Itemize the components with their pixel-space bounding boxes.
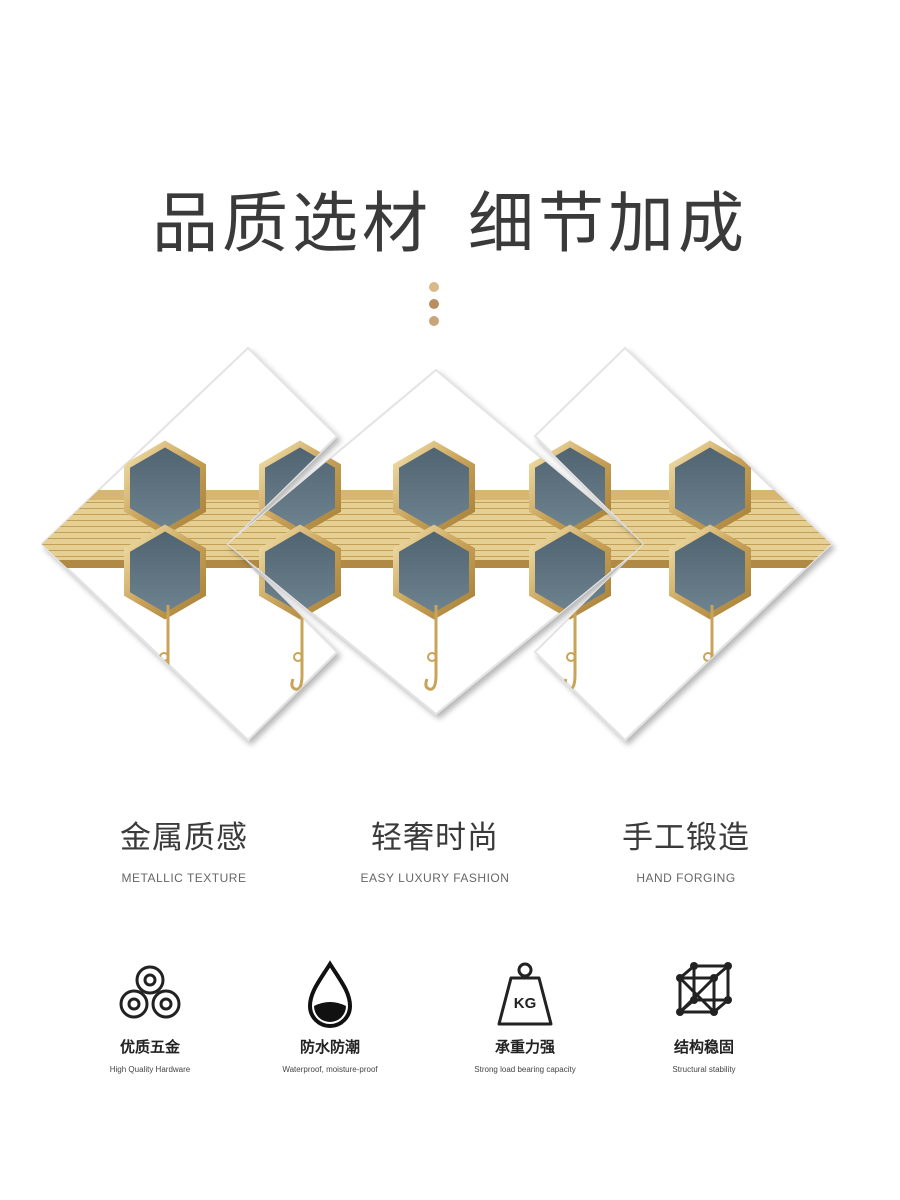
dot-icon [429,316,439,326]
feature-title: 金属质感 [120,820,248,856]
badge-title: 优质五金 [119,1038,180,1056]
badge-subtitle: Strong load bearing capacity [474,1065,576,1074]
headline-right: 细节加成 [468,185,748,262]
badge-subtitle: High Quality Hardware [109,1065,191,1074]
product-showcase [40,346,833,742]
kg-weight-icon: KG [497,962,553,1026]
feature-forging: 手工锻造 HAND FORGING [566,812,806,885]
badge-hardware: 优质五金 High Quality Hardware [50,960,250,1074]
badge-waterproof: 防水防潮 Waterproof, moisture-proof [230,960,430,1074]
badge-subtitle: Structural stability [672,1065,736,1074]
badge-title: 结构稳固 [673,1038,734,1056]
feature-subtitle: METALLIC TEXTURE [121,871,247,885]
badges-row: 优质五金 High Quality Hardware 防水防潮 Waterpro… [0,960,900,1090]
feature-metallic: 金属质感 METALLIC TEXTURE [64,812,304,885]
badge-title: 承重力强 [494,1038,555,1056]
feature-title: 手工锻造 [622,820,750,856]
svg-text:KG: KG [514,995,537,1012]
feature-subtitle: EASY LUXURY FASHION [360,871,510,885]
badge-structure: 结构稳固 Structural stability [604,960,804,1074]
features-row: 金属质感 METALLIC TEXTURE 轻奢时尚 EASY LUXURY F… [0,812,900,892]
feature-subtitle: HAND FORGING [636,871,736,885]
metal-rolls-icon [119,965,181,1019]
badge-title: 防水防潮 [299,1038,360,1056]
badge-load: KG 承重力强 Strong load bearing capacity [425,960,625,1074]
decorative-dots [428,282,440,333]
headline: 品质选材细节加成 [0,170,900,266]
feature-fashion: 轻奢时尚 EASY LUXURY FASHION [315,812,555,885]
dot-icon [429,299,439,309]
badge-subtitle: Waterproof, moisture-proof [282,1065,378,1074]
water-drop-icon [307,960,353,1028]
feature-title: 轻奢时尚 [371,820,499,856]
cube-structure-icon [676,962,732,1016]
headline-left: 品质选材 [152,185,432,262]
dot-icon [429,282,439,292]
